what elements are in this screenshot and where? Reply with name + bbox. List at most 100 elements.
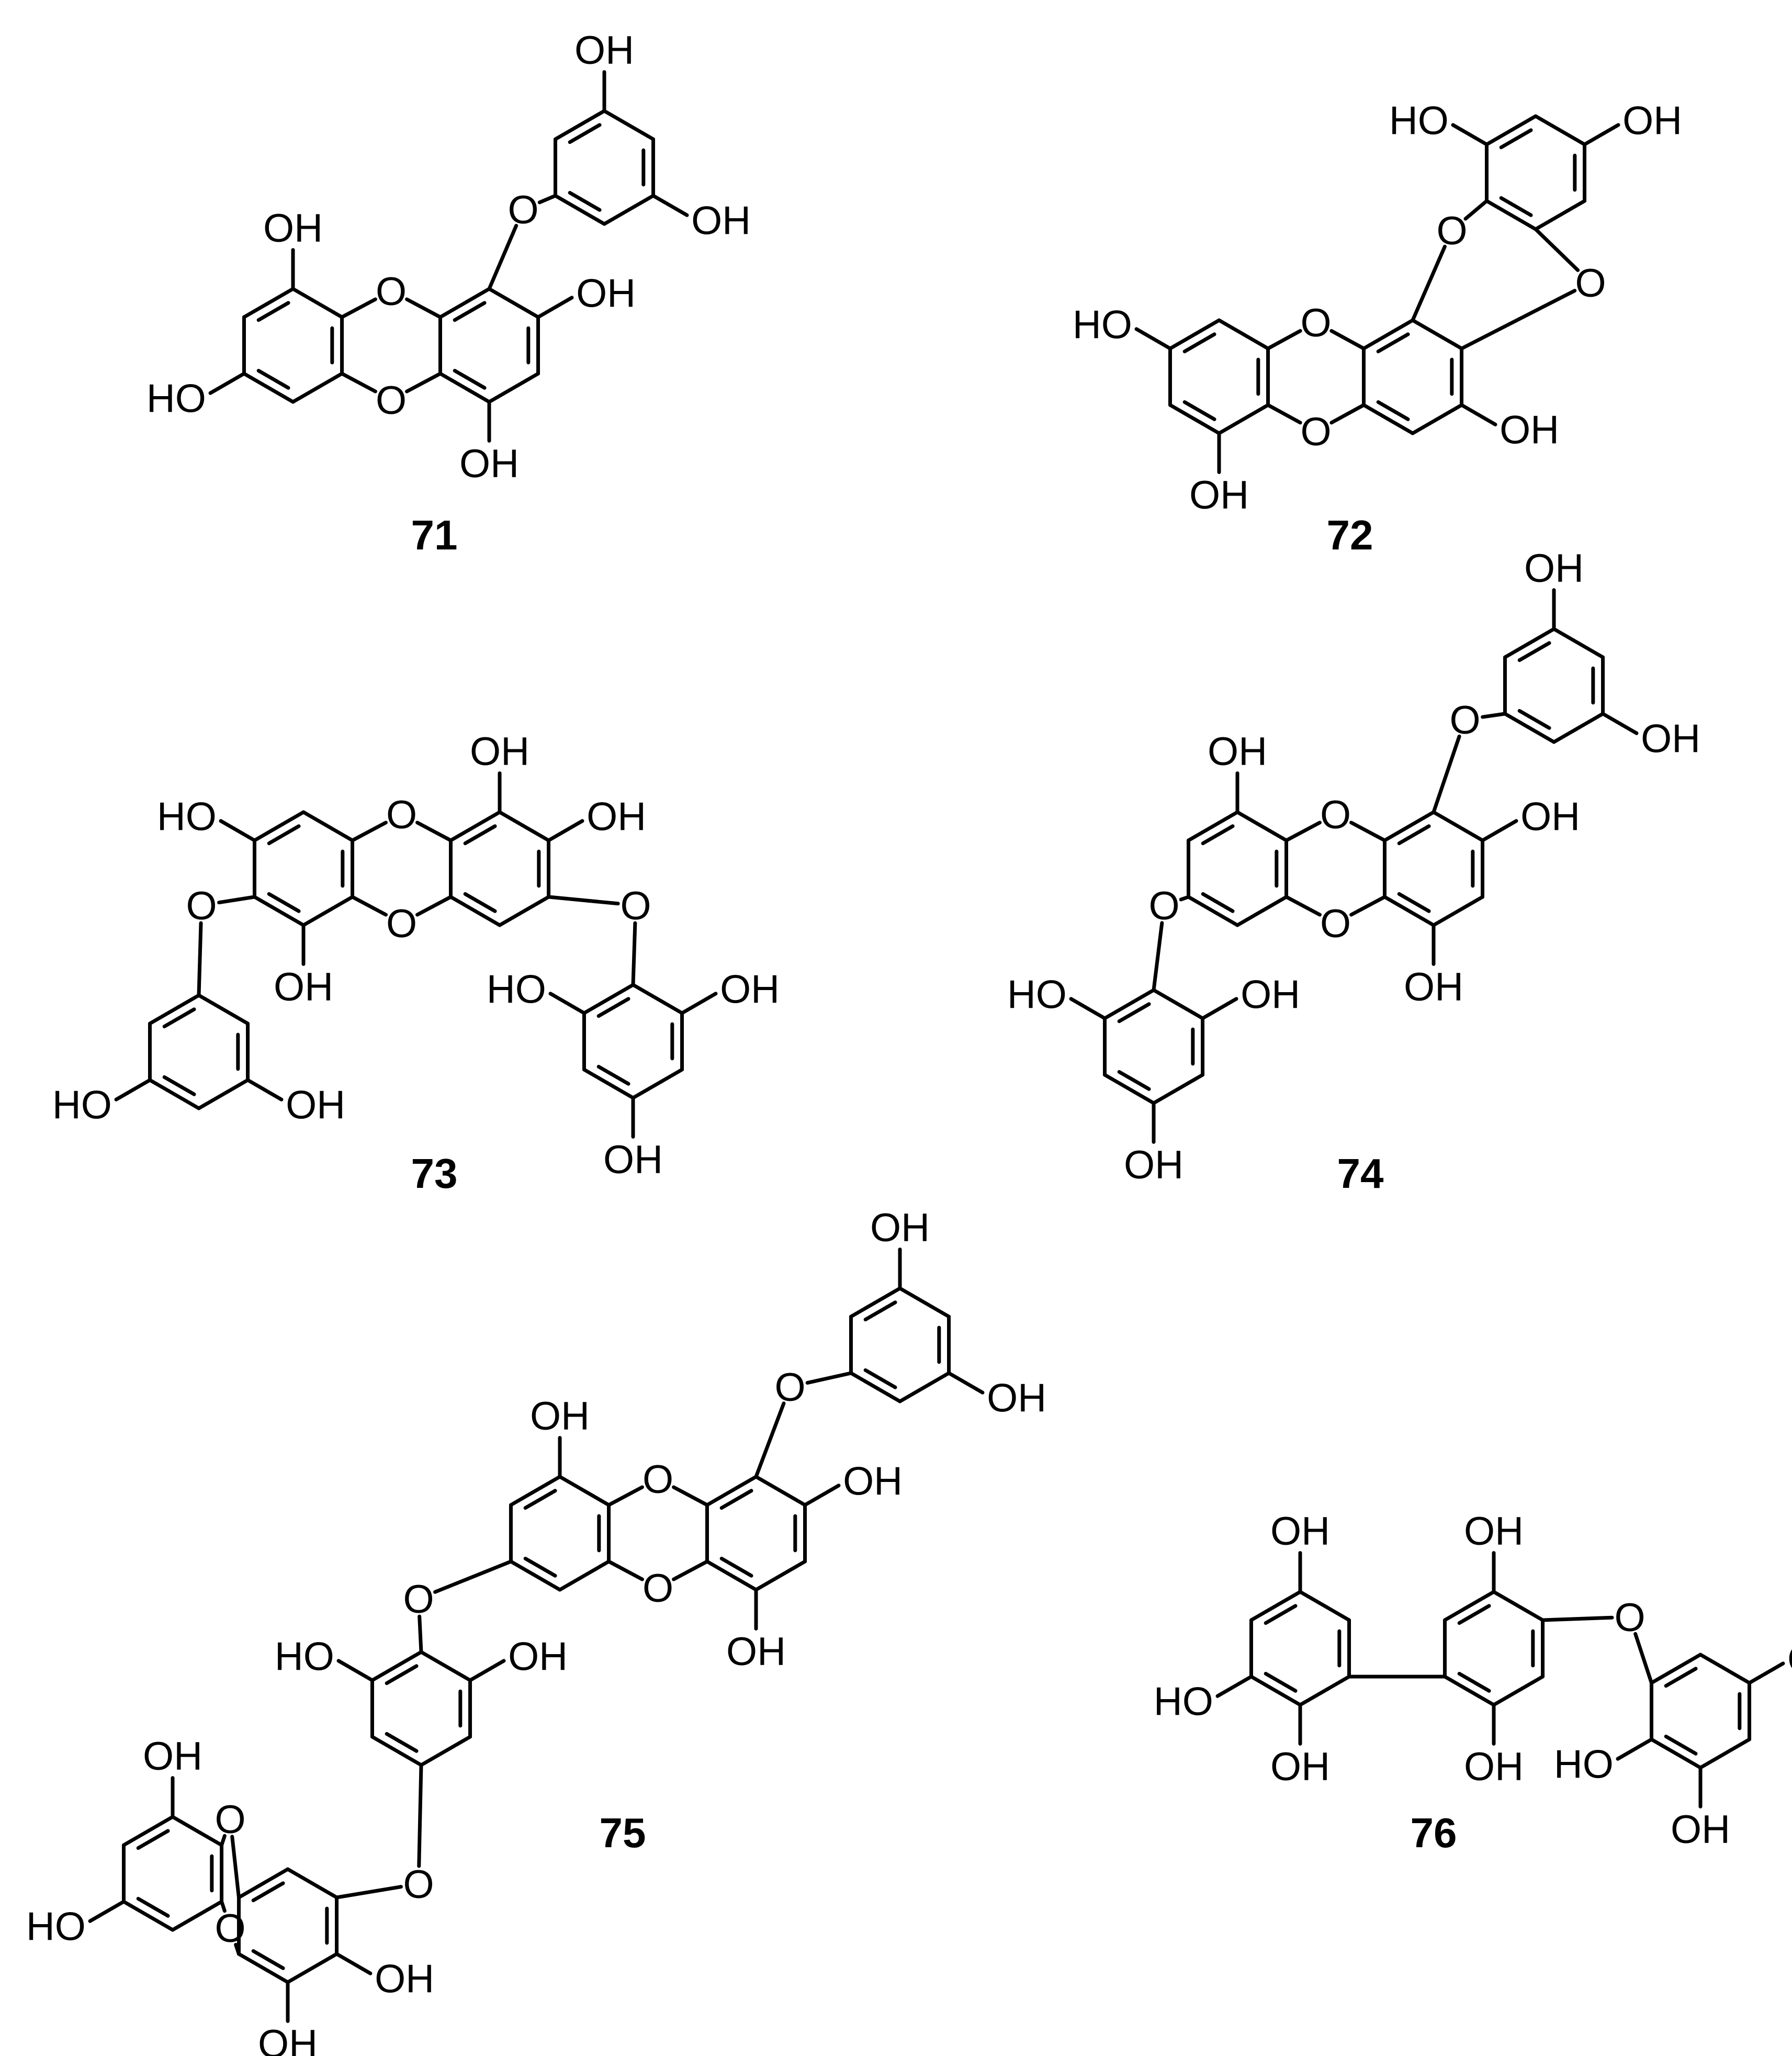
ring-bond: [438, 287, 491, 319]
ether-oxygen-label: O: [620, 884, 651, 928]
hydroxyl-label: OH: [576, 272, 636, 316]
hydroxyl-bond: [1616, 1737, 1653, 1761]
hydroxyl-bond: [219, 819, 256, 842]
bond-layer: [88, 70, 1785, 2023]
ring-bond: [705, 1559, 758, 1592]
ether-bond: [1329, 403, 1366, 425]
ether-bond: [1463, 199, 1489, 221]
hydroxyl-label: OH: [470, 729, 529, 774]
ring-bond: [438, 372, 491, 404]
ring-bond: [1382, 810, 1436, 842]
ether-oxygen-label: O: [215, 1906, 245, 1951]
ether-bond: [1349, 895, 1387, 917]
ether-bond: [351, 821, 388, 842]
ring-bond: [1698, 1737, 1752, 1770]
ether-bond: [1152, 921, 1164, 992]
ether-bond: [1541, 1615, 1614, 1622]
ring-bond: [1186, 810, 1239, 842]
compound-label-74: 74: [1337, 1150, 1384, 1197]
ether-bond: [433, 1559, 513, 1594]
ring-bond: [1432, 895, 1485, 927]
ring-bond: [1102, 1073, 1156, 1105]
hydroxyl-label: OH: [691, 199, 751, 243]
ether-oxygen-label: O: [186, 884, 217, 928]
ring-bond: [1484, 199, 1538, 231]
ring-bond: [1442, 1590, 1496, 1622]
ether-oxygen-label: O: [386, 902, 417, 946]
hydroxyl-bond: [947, 1371, 985, 1395]
double-bond: [863, 1300, 897, 1322]
compound-label-layer: 71 72 73 74 75 76: [411, 512, 1457, 1856]
double-bond: [1517, 709, 1551, 730]
ring-bond: [1298, 1590, 1351, 1622]
hydroxyl-bond: [468, 1659, 506, 1682]
double-bond: [1182, 332, 1216, 354]
ether-bond: [1633, 1632, 1653, 1685]
compound-label-73: 73: [411, 1150, 458, 1197]
hydroxyl-bond: [336, 1659, 374, 1682]
double-bond: [523, 1556, 557, 1578]
ether-oxygen-label: O: [1575, 261, 1606, 306]
double-bond: [251, 1949, 285, 1970]
ring-bond: [1503, 627, 1556, 659]
ether-bond: [1349, 821, 1387, 842]
ring-bond: [1361, 318, 1415, 351]
double-bond: [596, 997, 630, 1018]
double-bond: [1182, 400, 1216, 421]
ring-bond: [197, 1078, 250, 1110]
double-bond: [463, 892, 497, 913]
double-bond: [1664, 1667, 1698, 1688]
hydroxyl-label: OH: [870, 1206, 930, 1250]
ring-bond: [849, 1286, 902, 1319]
hydroxyl-label: OH: [1270, 1745, 1330, 1789]
ring-bond: [171, 1900, 224, 1932]
ring-bond: [236, 1867, 290, 1900]
hydroxyl-label: OH: [587, 795, 646, 839]
ether-bond: [607, 1559, 644, 1581]
ring-bond: [631, 1068, 684, 1100]
ether-oxygen-label: O: [376, 378, 407, 423]
ether-bond: [1284, 895, 1322, 917]
double-bond: [251, 1881, 285, 1903]
ring-bond: [498, 895, 551, 927]
ring-bond: [1186, 895, 1239, 927]
ether-bond: [537, 194, 557, 205]
ring-bond: [1432, 810, 1485, 842]
double-bond: [256, 368, 290, 390]
hydroxyl-label: OH: [1787, 1637, 1792, 1682]
ring-bond: [602, 109, 656, 141]
ring-bond: [286, 1952, 339, 1984]
hydroxyl-bond: [114, 1078, 152, 1102]
ether-bond: [405, 372, 442, 394]
ether-bond: [351, 895, 388, 917]
ring-bond: [1235, 810, 1289, 842]
hydroxyl-label: OH: [1622, 99, 1682, 143]
double-bond: [1201, 892, 1235, 913]
ether-bond: [340, 297, 377, 319]
compound-label-76: 76: [1411, 1810, 1457, 1856]
ether-bond: [631, 921, 637, 987]
ring-bond: [370, 1735, 423, 1767]
ether-bond: [754, 1401, 786, 1479]
double-bond: [1117, 1070, 1151, 1091]
hydroxyl-label: OH: [1464, 1745, 1524, 1789]
hydroxyl-bond: [246, 1078, 284, 1102]
double-bond: [523, 1489, 557, 1510]
ring-bond: [1217, 403, 1270, 435]
hydroxyl-label: OH: [726, 1630, 786, 1674]
ring-bond: [754, 1475, 807, 1507]
double-bond: [1664, 1734, 1698, 1756]
ring-bond: [558, 1559, 611, 1592]
ether-bond: [197, 921, 203, 997]
double-bond: [568, 123, 602, 144]
ring-bond: [1411, 318, 1464, 351]
ring-bond: [1168, 403, 1221, 435]
ring-bond: [236, 1952, 290, 1984]
ether-bond: [417, 1763, 423, 1868]
ring-bond: [448, 810, 502, 842]
double-bond: [136, 1829, 170, 1850]
hydroxyl-bond: [208, 372, 246, 395]
hydroxyl-label: OH: [1524, 546, 1584, 591]
